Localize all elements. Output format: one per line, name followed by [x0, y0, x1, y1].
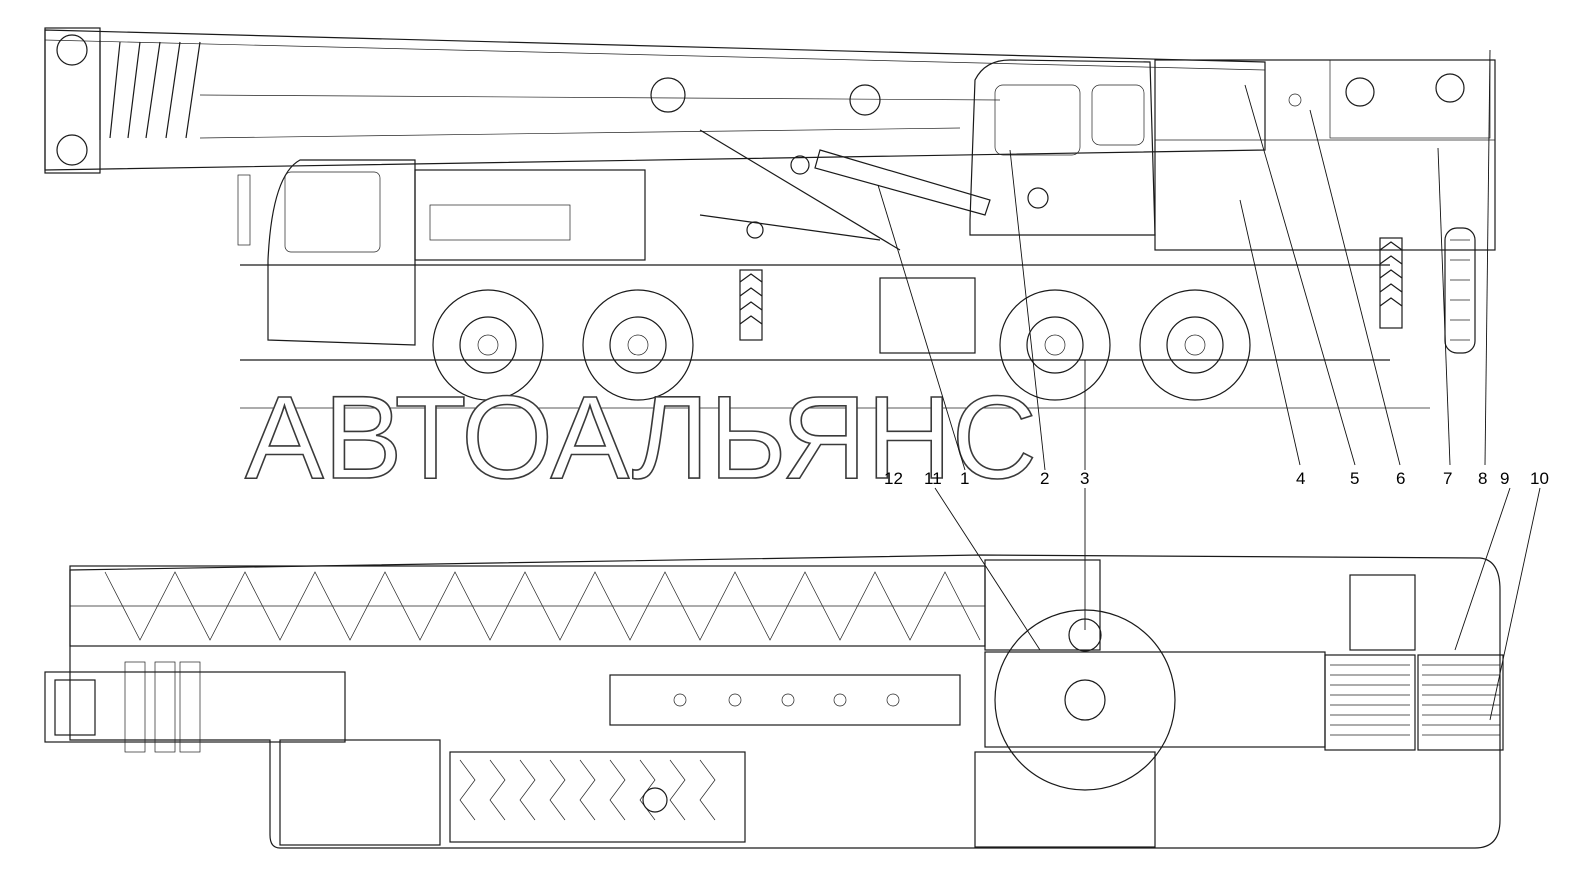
callout-9: 9 [1500, 469, 1509, 488]
turret [1154, 59, 1496, 251]
carrier-body [240, 169, 1390, 361]
callout-2: 2 [1040, 469, 1049, 488]
wheel-2 [582, 289, 694, 401]
callout-3: 3 [1080, 469, 1089, 488]
spare-wheel [1444, 227, 1476, 354]
callout-11: 11 [924, 469, 942, 488]
callout-10: 10 [1530, 469, 1549, 488]
watermark: АВТОАЛЬЯНС [245, 372, 1037, 504]
operator-cab [969, 59, 1156, 236]
callout-5: 5 [1350, 469, 1359, 488]
callout-8: 8 [1478, 469, 1487, 488]
callout-1: 1 [960, 469, 969, 488]
crane-side-view [44, 27, 1496, 409]
operator-cab-top [974, 751, 1156, 848]
wheel-1 [432, 289, 544, 401]
main-winch [1324, 654, 1416, 751]
hazard-chevron-stripes-front [739, 269, 763, 341]
carrier-deck [279, 739, 746, 846]
callout-leaders [877, 49, 1541, 721]
hydraulic-tank-top [1349, 574, 1416, 651]
callout-12: 12 [884, 469, 903, 488]
wheel-4 [1139, 289, 1251, 401]
crane-top-view [44, 554, 1504, 849]
hazard-chevron-stripes-rear [1379, 237, 1403, 329]
callout-numbers: 1 2 3 4 5 6 7 8 9 10 11 12 [884, 469, 1549, 488]
callout-7: 7 [1443, 469, 1452, 488]
boom-side [44, 27, 1266, 174]
auxiliary-winch [1417, 654, 1504, 751]
wheel-3 [999, 289, 1111, 401]
callout-4: 4 [1296, 469, 1305, 488]
luffing-cylinder [699, 129, 991, 251]
callout-6: 6 [1396, 469, 1405, 488]
lattice-jib [69, 565, 986, 647]
boom-top [44, 661, 961, 753]
driver-cab [237, 159, 416, 346]
